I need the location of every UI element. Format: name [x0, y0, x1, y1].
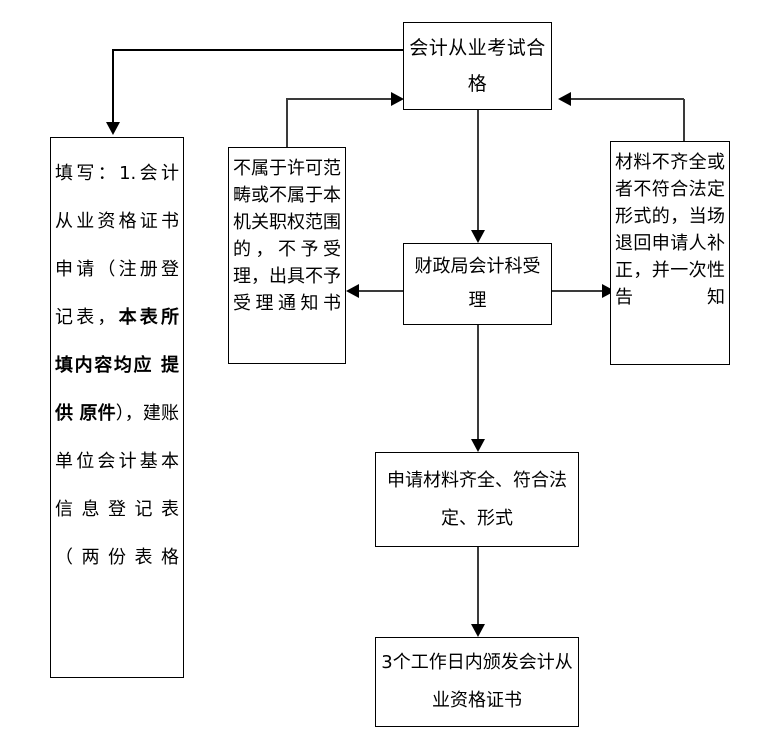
- arrowhead-accept-to-outscope: [346, 284, 359, 298]
- node-materials-complete-label: 申请材料齐全、符合法定、形式: [387, 469, 567, 529]
- arrowhead-to-fill-forms: [106, 122, 120, 135]
- arrowhead-incomplete-to-exam: [558, 92, 571, 106]
- fill-line-3: 资格证书申: [55, 211, 180, 280]
- edge-accept-to-incomplete-horizontal: [552, 290, 604, 292]
- fill-line-6-bold: 所填内容均: [55, 307, 180, 376]
- fill-line-11: （两份表格: [55, 547, 179, 568]
- fill-line-5-normal: 记表，: [55, 307, 119, 328]
- edge-exam-to-fill-horizontal: [113, 49, 404, 51]
- fill-line-10: 信息登记表: [55, 499, 179, 520]
- arrowhead-complete-to-issue: [471, 624, 485, 637]
- fill-line-9: 位会计基本: [76, 451, 180, 472]
- node-out-of-scope-label: 不属于许可范畴或不属于本机关职权范围的，不予受理，出具不予受理通知书: [233, 158, 341, 314]
- fill-line-8-bold: 件: [97, 403, 116, 424]
- node-exam-passed-label: 会计从业考试合格: [409, 37, 546, 95]
- edge-accept-to-outscope-horizontal: [352, 290, 403, 292]
- fill-line-5-bold: 本表: [118, 307, 162, 328]
- node-materials-complete[interactable]: 申请材料齐全、符合法定、形式: [375, 452, 579, 547]
- edge-incomplete-to-exam-horizontal: [571, 98, 684, 100]
- fill-line-4: 请（注册登: [76, 259, 180, 280]
- node-exam-passed[interactable]: 会计从业考试合格: [403, 22, 552, 110]
- node-incomplete-materials[interactable]: 材料不齐全或者不符合法定形式的，当场退回申请人补正，并一次性告知: [610, 141, 730, 365]
- edge-accept-to-complete-vertical: [477, 325, 479, 440]
- node-finance-bureau-accept-label: 财政局会计科受理: [414, 256, 541, 311]
- fill-line-1: 填写：: [55, 163, 120, 184]
- node-finance-bureau-accept[interactable]: 财政局会计科受理: [403, 243, 552, 325]
- node-fill-forms[interactable]: 填写：1.会计从业资格证书申请（注册登记表，本表所填内容均应 提 供 原件），建…: [50, 137, 184, 678]
- arrowhead-accept-to-complete: [471, 439, 485, 452]
- node-issue-certificate-label: 3个工作日内颁发会计从业资格证书: [381, 652, 573, 711]
- node-issue-certificate[interactable]: 3个工作日内颁发会计从业资格证书: [375, 637, 579, 727]
- arrowhead-exam-to-accept: [471, 230, 485, 243]
- arrowhead-outscope-to-exam: [391, 92, 404, 106]
- edge-outscope-to-exam-vertical: [286, 99, 288, 148]
- edge-outscope-to-exam-horizontal: [286, 98, 396, 100]
- edge-complete-to-issue-vertical: [477, 547, 479, 625]
- fill-line-2: 1.会计从业: [55, 163, 179, 232]
- node-fill-forms-label: 填写：1.会计从业资格证书申请（注册登记表，本表所填内容均应 提 供 原件），建…: [51, 150, 183, 582]
- fill-line-8-normal: ），建账单: [55, 403, 179, 472]
- node-incomplete-materials-label: 材料不齐全或者不符合法定形式的，当场退回申请人补正，并一次性告知: [615, 152, 725, 308]
- edge-incomplete-to-exam-vertical: [683, 99, 685, 142]
- edge-exam-to-fill-vertical: [112, 49, 114, 123]
- edge-exam-to-accept-vertical: [477, 110, 479, 231]
- fill-line-7-bold: 应 提 供 原: [55, 355, 186, 424]
- node-out-of-scope[interactable]: 不属于许可范畴或不属于本机关职权范围的，不予受理，出具不予受理通知书: [228, 147, 346, 364]
